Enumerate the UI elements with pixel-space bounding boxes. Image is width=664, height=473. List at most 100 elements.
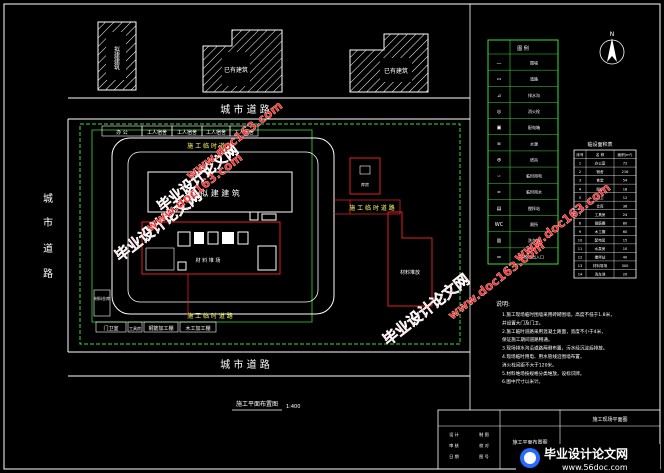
facility-cell: 11	[578, 247, 583, 251]
legend-symbol: ▥	[497, 238, 502, 244]
title-block-cell: 设 计	[449, 431, 459, 438]
facility-cell: 8	[579, 221, 582, 225]
top-facilities: 办 公 工人宿舍 工人宿舍 工人宿舍 工人宿舍	[101, 125, 259, 137]
title-block-cell: 图 号	[479, 454, 489, 460]
facility-cell: 搅拌站	[595, 255, 606, 260]
facility-table-title: 临设面积表	[587, 141, 612, 148]
facility-cell: 72	[623, 162, 628, 166]
footer-brand-cn: 毕业设计论文网	[544, 446, 628, 461]
legend-title: 图 例	[517, 45, 529, 52]
facility-cell: 配电房	[595, 237, 606, 242]
title-block-cell: 校 对	[479, 442, 489, 449]
svg-text:城: 城	[43, 193, 53, 205]
plan-scale: 1:400	[286, 404, 300, 410]
svg-text:门卫室: 门卫室	[103, 325, 118, 332]
legend-label: 排水沟	[528, 92, 540, 98]
legend-symbol: ⊿	[497, 93, 501, 99]
legend-symbol: ▤	[497, 206, 502, 212]
legend-label: 临时用电	[526, 173, 542, 179]
legend-label: 塔吊	[530, 156, 538, 162]
facility-cell: 12	[623, 196, 628, 200]
storage-area: 材 料 堆 场	[141, 221, 281, 275]
facility-cell: 80	[623, 221, 628, 225]
legend-symbol: ▣	[497, 125, 502, 131]
svg-text:办 公: 办 公	[116, 129, 128, 136]
crane-base	[261, 213, 277, 221]
svg-text:材料堆放: 材料堆放	[400, 269, 420, 276]
legend-symbol: ≈	[497, 190, 501, 196]
facility-cell: 宿舍	[596, 169, 604, 174]
left-facility: 材料仓库	[93, 289, 111, 317]
legend-symbol: ∽	[497, 174, 501, 180]
svg-text:市: 市	[43, 216, 53, 229]
title-block-cell: 日 期	[449, 454, 459, 460]
legend-symbol: ▭	[497, 77, 502, 83]
legend-label: 道路	[530, 76, 538, 82]
legend-label: 配电箱	[528, 124, 540, 130]
building-label: 已有建筑	[224, 66, 248, 74]
notes-line: 6.图中尺寸以米计。	[502, 378, 543, 385]
facility-cell: 4	[579, 187, 582, 191]
legend-symbol: ⇔	[497, 254, 501, 260]
facility-cell: 14	[578, 273, 583, 277]
facility-cell: 12	[578, 256, 583, 260]
legend-symbol: —	[497, 61, 502, 67]
facility-cell: 10	[578, 238, 583, 242]
notes-line: 消火栓间距不大于120米。	[502, 361, 557, 368]
facility-cell: 7	[579, 213, 581, 217]
legend-table: 图 例 —围墙▭道路⊿排水沟◎消火栓▣配电箱≋水源⊕塔吊∽临时用电≈临时用水▤搅…	[487, 39, 559, 265]
title-block-sub: 施工平面布置图	[512, 439, 547, 446]
temp-road-top-label: 施 工 临 时 道 路	[187, 142, 233, 150]
main-building: 拟 建 建 筑	[147, 171, 293, 213]
svg-text:库房: 库房	[361, 181, 369, 187]
notes-line: 保证施工期间道路畅通。	[502, 336, 553, 343]
facility-cell: 洗车池	[595, 272, 606, 277]
north-arrow: N	[599, 31, 625, 65]
legend-label: 搅拌站	[528, 205, 540, 211]
facility-cell: 40	[623, 256, 628, 260]
legend-symbol: ◎	[497, 109, 502, 115]
temp-road-bottom-label: 施 工 临 时 道 路	[187, 312, 233, 320]
notes-line: 1.施工现场临时围墙采用砖砌围墙，高度不低于1.8米，	[502, 311, 615, 318]
city-road-bottom-label: 城 市 道 路	[220, 358, 270, 371]
facility-cell: 工具房	[595, 212, 606, 217]
facility-cell: 食堂	[596, 178, 604, 183]
facility-cell: 办公室	[595, 161, 606, 166]
plan-title: 施工平面布置图 1:400	[232, 400, 300, 411]
facility-cell: 20	[623, 273, 628, 277]
notes-line: 4.现场临时用电、用水管线沿围墙布置，	[502, 353, 584, 360]
facility-cell: 木工棚	[595, 229, 606, 234]
facility-cell: 1	[579, 162, 581, 166]
svg-text:工人宿舍: 工人宿舍	[206, 129, 226, 136]
facility-cell: 仓库	[596, 203, 604, 208]
plan-title-label: 施工平面布置图	[236, 400, 278, 408]
title-block-cell: 审 核	[449, 442, 460, 449]
tower-crane-marker	[249, 211, 259, 221]
legend-label: 临时用水	[526, 189, 542, 195]
facility-cell: 5	[579, 196, 581, 200]
bottom-facilities: 门卫室 工具房 钢筋加工棚 木工加工棚	[95, 321, 217, 333]
svg-text:工人宿舍: 工人宿舍	[177, 129, 197, 136]
facility-cell: 水泵房	[595, 246, 606, 251]
city-road-left-label: 城 市 道 路	[43, 193, 53, 280]
building-proposed-top: 拟建建筑	[97, 21, 137, 91]
facility-cell: 36	[623, 204, 628, 208]
site-fence	[79, 123, 461, 345]
drawing-frame	[3, 3, 661, 470]
right-temp-road-label: 施 工 临 时 道 路	[349, 204, 395, 212]
site-ring-road-inner	[127, 151, 319, 303]
building-existing-1: 已有建筑	[202, 29, 283, 93]
facility-cell: 9	[579, 230, 582, 234]
facility-cell: 13	[578, 264, 583, 268]
facility-cell: 54	[623, 179, 628, 183]
svg-text:材 料 堆 场: 材 料 堆 场	[196, 257, 221, 264]
facility-cell: 材料堆场	[593, 263, 608, 268]
facility-cell: 15	[623, 238, 628, 242]
facility-cell: 厕所	[596, 186, 604, 191]
svg-text:拟 建 建 筑: 拟 建 建 筑	[200, 188, 240, 198]
footer-brand-url: www.56doc.com	[562, 463, 628, 472]
facility-cell: 名 称	[596, 152, 605, 157]
facility-cell: 10	[623, 247, 628, 251]
